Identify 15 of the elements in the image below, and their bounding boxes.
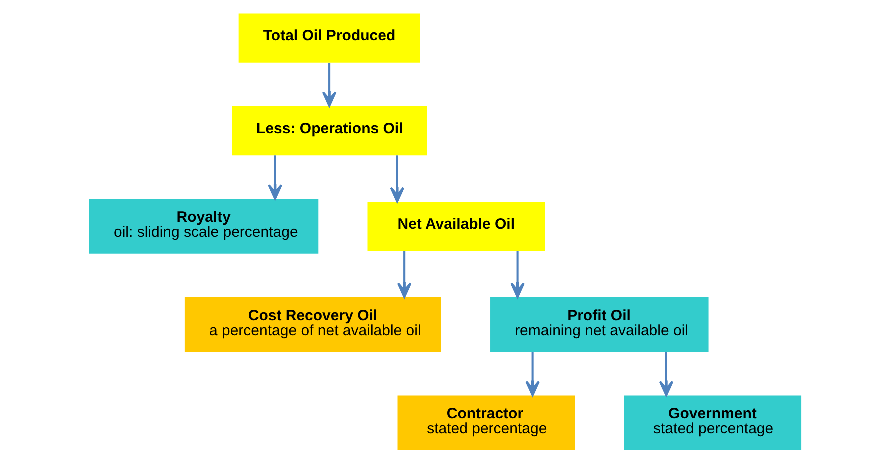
node-box: Royalty oil: sliding scale percentage [89,199,319,254]
arrow [322,63,337,108]
node-box: Profit Oil remaining net available oil [490,297,709,352]
node-box: Cost Recovery Oil a percentage of net available oil [184,297,442,352]
arrow [390,156,405,203]
node-box: Total Oil Produced [238,14,420,63]
arrow [510,251,525,298]
arrow [659,352,674,396]
arrow [268,156,282,200]
arrow [526,352,540,396]
node-box: Less: Operations Oil [232,106,428,156]
node-box: Contractor stated percentage [398,396,576,450]
node-box: Net Available Oil [368,202,546,252]
node-box: Government stated percentage [624,396,802,450]
arrow [397,251,412,298]
